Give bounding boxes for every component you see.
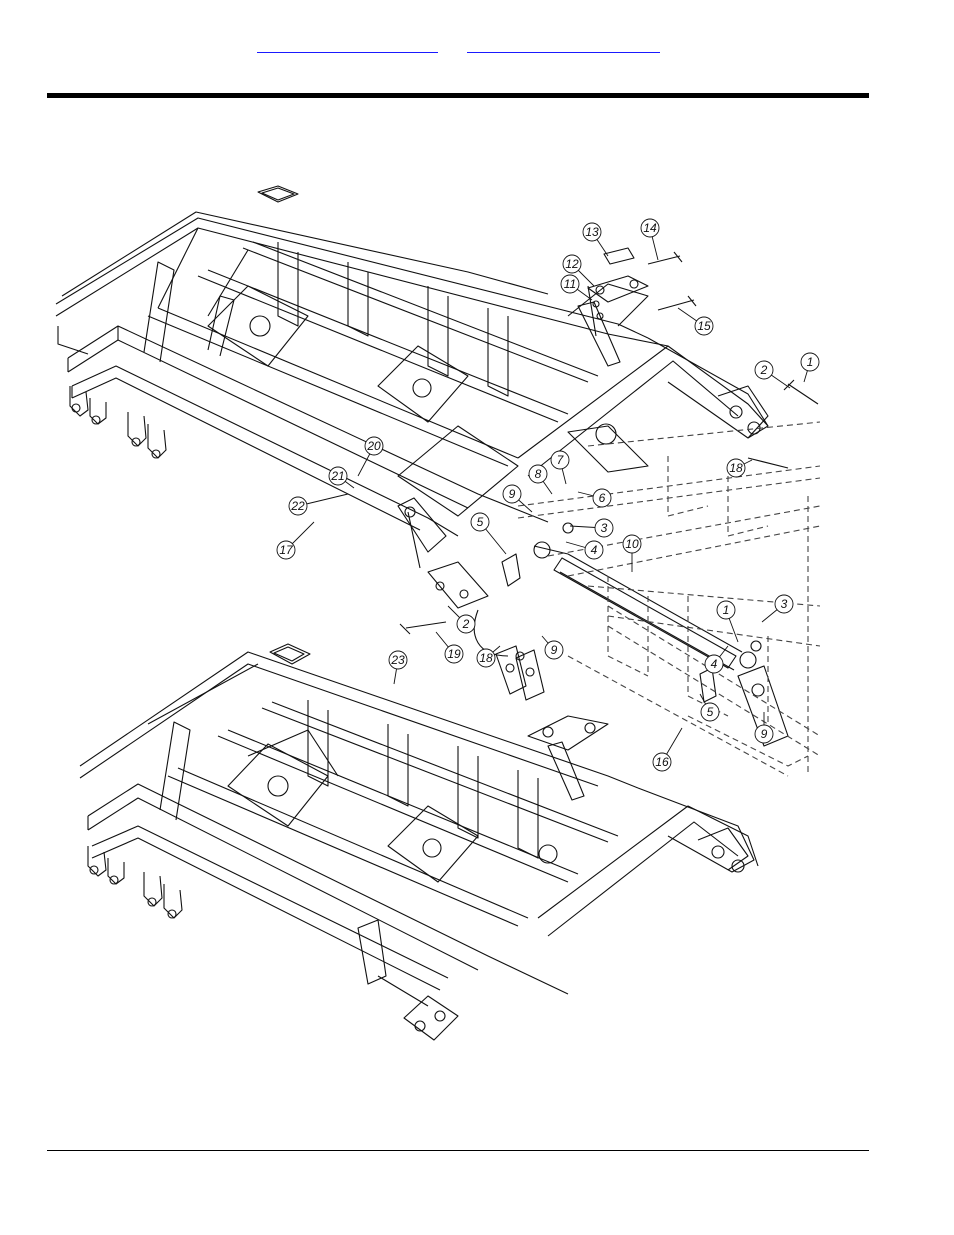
callout-number: 22 — [290, 499, 305, 513]
lower-frame — [80, 644, 758, 1040]
callout-number: 18 — [479, 651, 493, 665]
callout-number: 2 — [760, 363, 768, 377]
callout-number: 13 — [585, 225, 599, 239]
footer-divider — [47, 1150, 869, 1151]
callout-number: 20 — [366, 439, 381, 453]
callout-number: 9 — [551, 643, 558, 657]
callout-number: 5 — [707, 705, 714, 719]
nav-link-1[interactable] — [257, 36, 438, 53]
callout-number: 9 — [509, 487, 516, 501]
callout-number: 6 — [599, 491, 606, 505]
nav-link-2[interactable] — [467, 36, 660, 53]
callout-number: 23 — [390, 653, 405, 667]
callout-number: 12 — [565, 257, 579, 271]
frame-drawing: 1314121115211820212217876935410192118943… — [48, 176, 820, 1046]
callout-number: 2 — [462, 617, 470, 631]
callout-number: 14 — [643, 221, 657, 235]
callout-number: 8 — [535, 467, 542, 481]
callout-number: 18 — [729, 461, 743, 475]
callout-number: 11 — [564, 277, 576, 291]
upper-frame — [56, 186, 768, 608]
callout-number: 21 — [330, 469, 344, 483]
callout-number: 10 — [625, 537, 639, 551]
callout-number: 5 — [477, 515, 484, 529]
phantom-wing-frame — [518, 422, 820, 776]
callout-number: 1 — [723, 603, 730, 617]
callout-number: 17 — [279, 543, 294, 557]
callout-number: 3 — [601, 521, 608, 535]
callout-number: 15 — [697, 319, 711, 333]
header-divider — [47, 93, 869, 98]
callout-number: 3 — [781, 597, 788, 611]
callout-number: 9 — [761, 727, 768, 741]
callout-number: 4 — [711, 657, 718, 671]
callout-number: 4 — [591, 543, 598, 557]
callout-number: 19 — [447, 647, 461, 661]
top-navigation-links — [0, 36, 954, 56]
callout-number: 1 — [807, 355, 814, 369]
callout-number: 16 — [655, 755, 669, 769]
